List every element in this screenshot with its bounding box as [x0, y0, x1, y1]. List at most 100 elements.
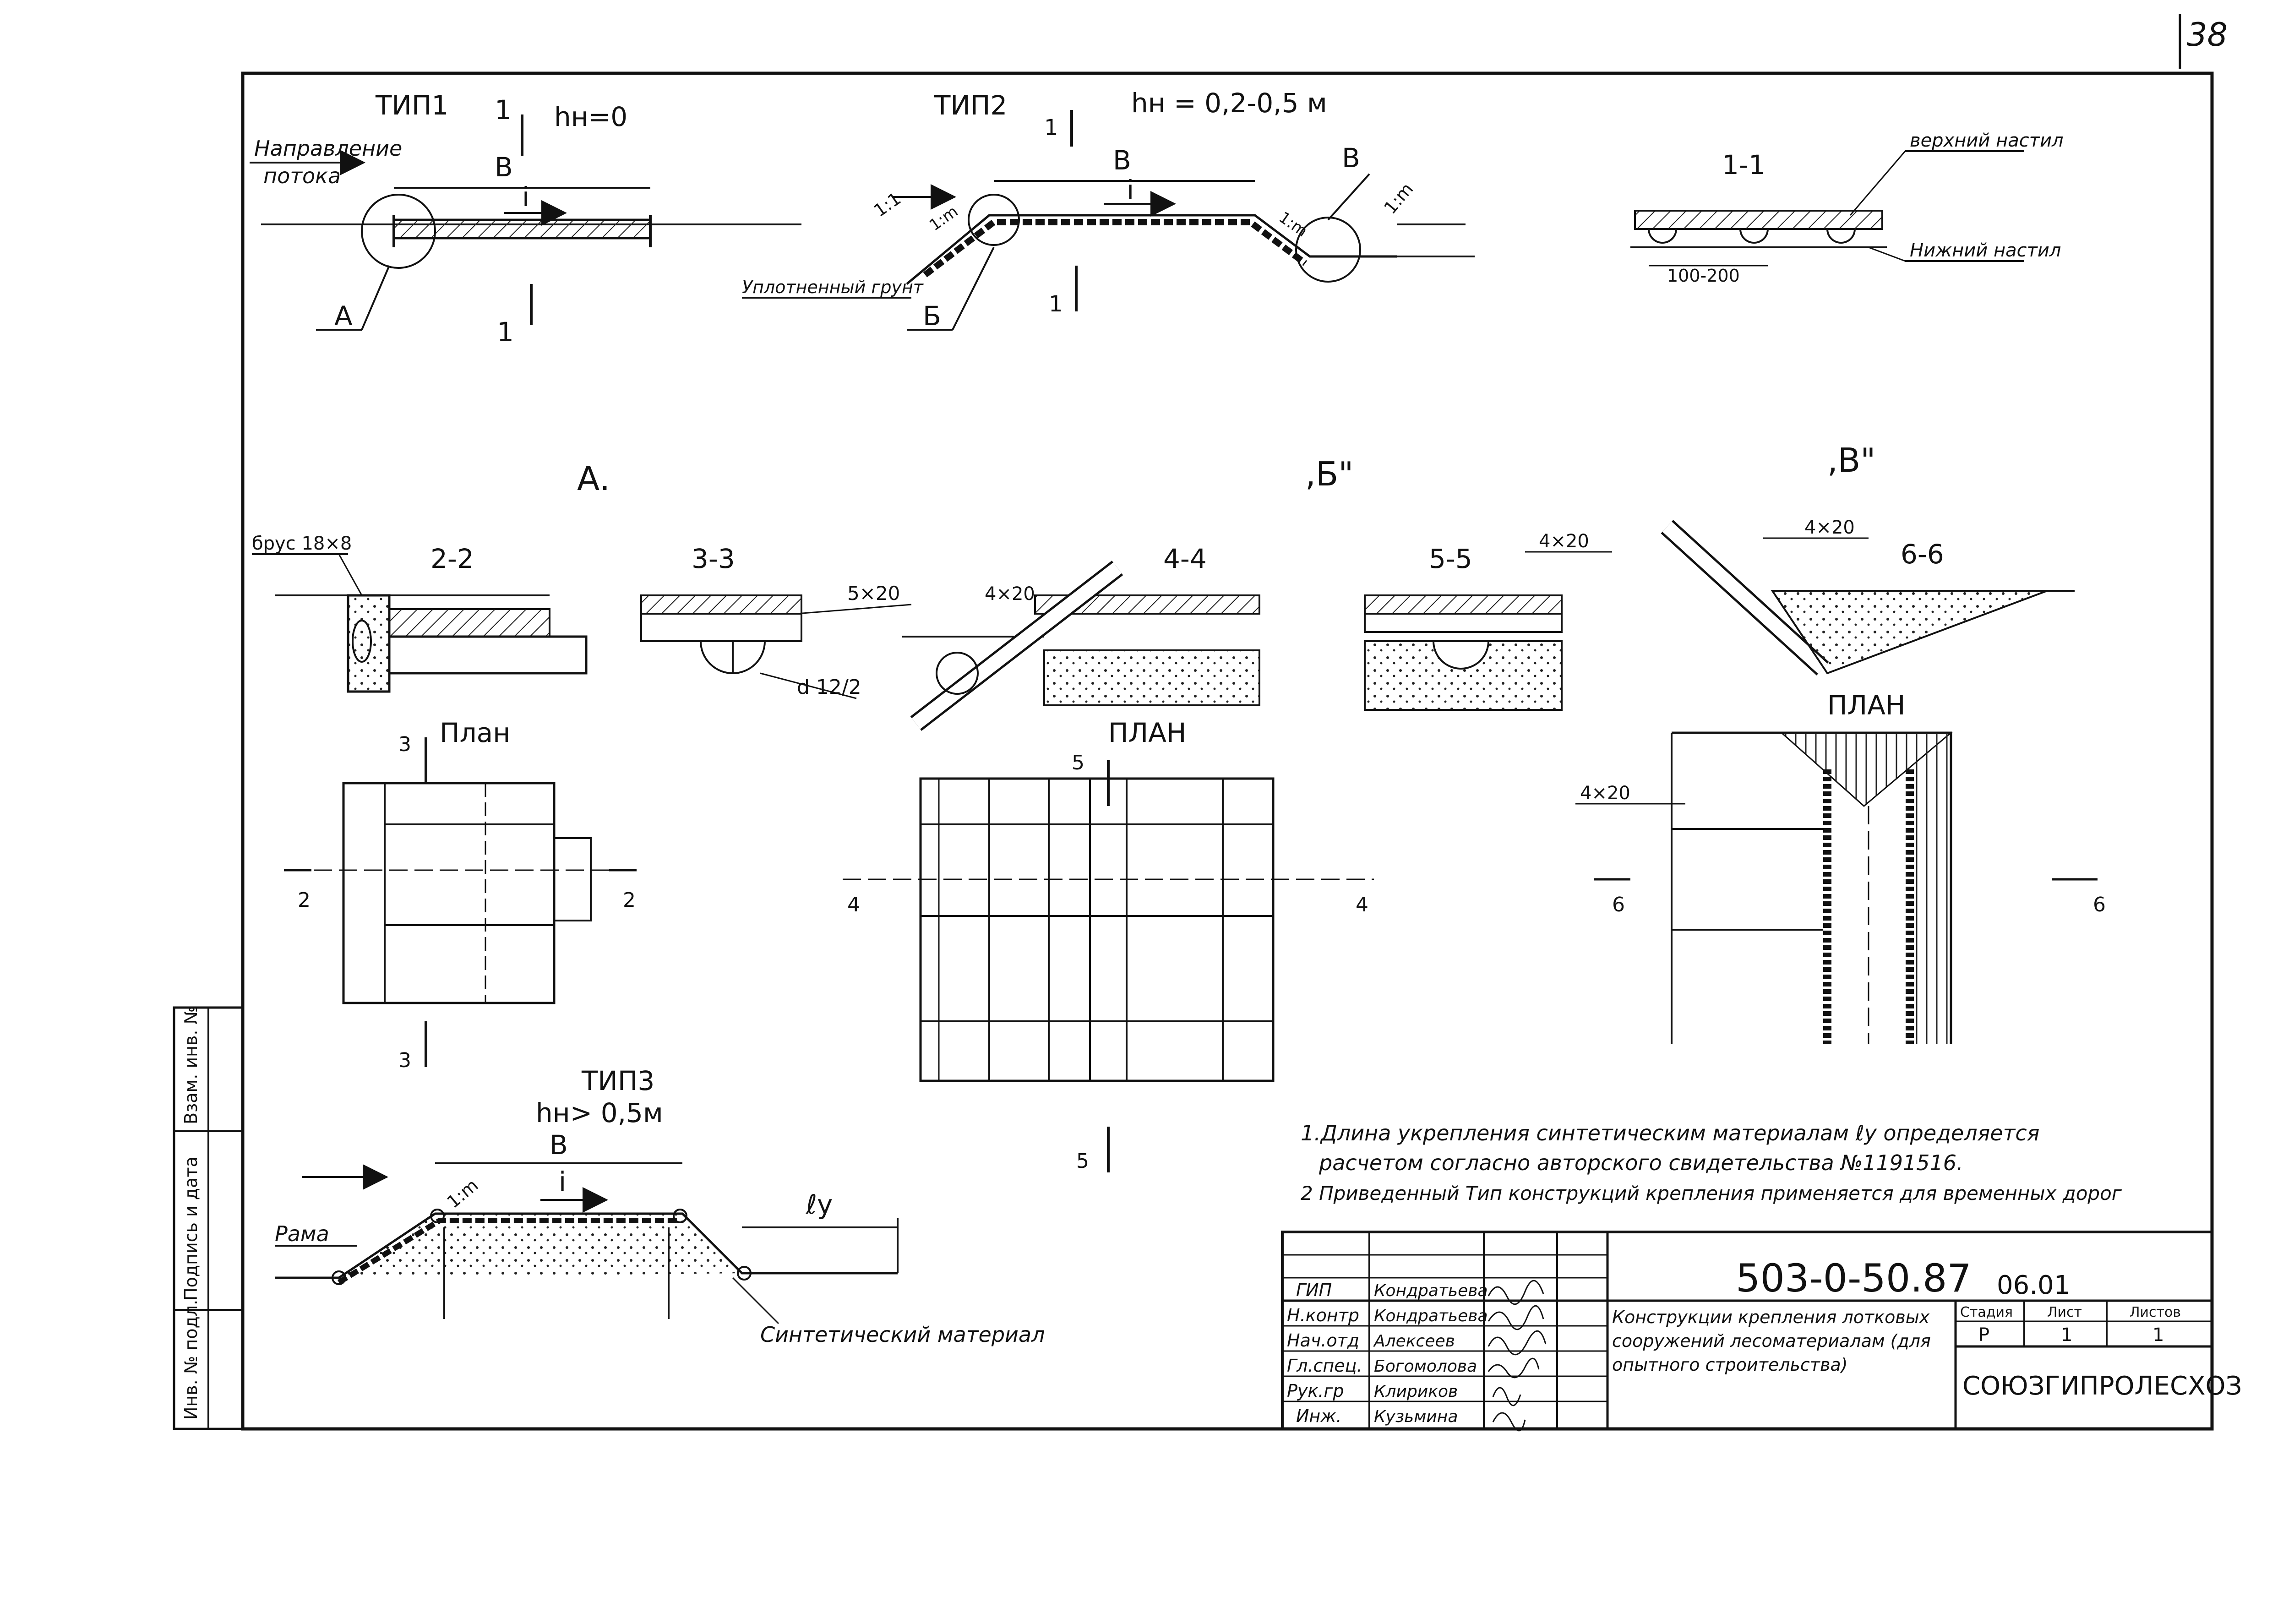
section11-dim: 100-200 — [1667, 266, 1740, 286]
type3-slope: 1:m — [443, 1175, 482, 1212]
type2-b-label: В — [1113, 145, 1131, 176]
detail-b-4x20b: 4×20 — [1539, 531, 1589, 552]
name-2: Алексеев — [1373, 1332, 1455, 1351]
section-1-1: 1-1 верхний настил Нижний настил 100-200 — [1630, 130, 2064, 286]
sheets-header: Листов — [2130, 1304, 2181, 1320]
detail-a-cut2-right: 2 — [623, 888, 636, 912]
role-5: Инж. — [1296, 1406, 1342, 1426]
role-4: Рук.гр — [1287, 1381, 1344, 1401]
stage-header: Стадия — [1960, 1304, 2013, 1320]
detail-a-cut2-left: 2 — [298, 888, 311, 912]
title-block: ГИП Н.контр Нач.отд Гл.спец. Рук.гр Инж.… — [1281, 1231, 2242, 1432]
detail-a-d: d 12/2 — [797, 676, 861, 699]
detail-v-sec66: 6-6 — [1901, 539, 1944, 570]
detail-a-5x20: 5×20 — [847, 582, 900, 605]
section11-top-label: верхний настил — [1910, 130, 2064, 151]
type3-drawing: ТИП3 hн> 0,5м В i 1:m Рама ℓу Синтетичес… — [275, 1065, 1045, 1347]
detail-b-sec55: 5-5 — [1429, 543, 1472, 574]
name-5: Кузьмина — [1374, 1407, 1458, 1426]
signatures — [1487, 1280, 1547, 1432]
type3-title: ТИП3 — [581, 1065, 654, 1096]
sheets-value: 1 — [2152, 1324, 2164, 1346]
type2-detail-b: Б — [923, 300, 941, 332]
detail-a-sec33: 3-3 — [692, 543, 735, 574]
detail-b-title: ,Б" — [1305, 455, 1353, 493]
detail-a: А. 2-2 брус 18×8 3-3 5×20 d 12/2 План 3 … — [252, 459, 912, 1072]
type2-title: ТИП2 — [934, 90, 1007, 121]
type1-detail-label: А — [334, 300, 353, 332]
detail-a-cut3-top: 3 — [398, 733, 411, 756]
detail-b: ,Б" 4-4 4×20 5-5 4×20 ПЛАН 5 4 4 5 — [843, 455, 1612, 1173]
detail-b-sec44: 4-4 — [1163, 543, 1207, 574]
stamp-vzam-label: Взам. инв. № — [181, 1006, 201, 1124]
name-0: Кондратьева — [1374, 1281, 1488, 1300]
detail-a-plan-label: План — [440, 717, 510, 748]
sheet-frame — [241, 71, 2214, 1431]
detail-b-cut5-bottom: 5 — [1076, 1150, 1089, 1173]
stamp-sign-label: Подпись и дата — [181, 1156, 201, 1301]
type3-ly-label: ℓу — [806, 1189, 833, 1220]
role-0: ГИП — [1296, 1280, 1332, 1300]
detail-a-cut3-bottom: 3 — [398, 1049, 411, 1072]
type2-h-label: hн = 0,2-0,5 м — [1131, 87, 1327, 119]
note-line-2: расчетом согласно авторского свидетельст… — [1319, 1150, 1963, 1175]
name-3: Богомолова — [1374, 1357, 1477, 1376]
type3-b-label: В — [550, 1129, 568, 1161]
stamp-inv-label: Инв. № подл. — [181, 1300, 201, 1420]
type3-i-label: i — [559, 1166, 566, 1197]
organization: СОЮЗГИПРОЛЕСХОЗ — [1962, 1371, 2242, 1401]
type2-section-top: 1 — [1044, 115, 1058, 141]
type1-title: ТИП1 — [375, 90, 448, 121]
detail-b-4x20: 4×20 — [985, 583, 1035, 605]
doc-suffix: 06.01 — [1997, 1270, 2070, 1300]
type2-slope-4: 1:m — [1380, 179, 1417, 218]
detail-v-4x20: 4×20 — [1804, 517, 1855, 538]
type1-h-label: hн=0 — [554, 101, 627, 132]
doc-number: 503-0-50.87 — [1736, 1256, 1972, 1301]
name-4: Клириков — [1374, 1382, 1458, 1401]
detail-a-title: А. — [577, 459, 610, 498]
section11-bottom-label: Нижний настил — [1910, 240, 2061, 261]
description-box: Конструкции крепления лотковых сооружени… — [1612, 1307, 1931, 1375]
detail-a-brus: брус 18×8 — [252, 533, 352, 554]
type3-frame-label: Рама — [275, 1221, 329, 1246]
type1-section-bottom: 1 — [497, 316, 514, 348]
detail-v-plan-dim: 4×20 — [1580, 783, 1630, 804]
detail-b-cut4-right: 4 — [1356, 893, 1368, 916]
type3-material-label: Синтетический материал — [760, 1322, 1045, 1347]
type2-detail-v: В — [1342, 142, 1360, 174]
type3-h-label: hн> 0,5м — [536, 1097, 663, 1128]
detail-a-sec22: 2-2 — [430, 543, 474, 574]
sheet-value: 1 — [2061, 1324, 2072, 1346]
name-1: Кондратьева — [1374, 1307, 1488, 1325]
detail-v: ,В" 6-6 4×20 ПЛАН 4×20 6 6 — [1575, 441, 2106, 1044]
type2-slope-1: 1:1 — [870, 188, 904, 221]
role-2: Нач.отд — [1287, 1330, 1359, 1351]
detail-b-cut4-left: 4 — [847, 893, 860, 916]
note-line-3: 2 Приведенный Тип конструкций крепления … — [1301, 1182, 2122, 1204]
notes: 1.Длина укрепления синтетическим материа… — [1301, 1121, 2122, 1204]
detail-v-plan-label: ПЛАН — [1827, 690, 1906, 721]
page-number: 38 — [2187, 16, 2228, 54]
type1-b-label: В — [495, 152, 513, 183]
stage-value: Р — [1978, 1324, 1989, 1346]
type2-soil-label: Уплотненный грунт — [742, 277, 924, 297]
role-3: Гл.спец. — [1287, 1356, 1362, 1376]
type1-section-top: 1 — [495, 94, 512, 125]
detail-v-cut6-right: 6 — [2093, 893, 2106, 916]
type2-i-label: i — [1127, 174, 1134, 206]
detail-b-cut5-top: 5 — [1072, 751, 1084, 774]
type2-section-bottom: 1 — [1049, 291, 1063, 317]
role-1: Н.контр — [1287, 1305, 1359, 1325]
detail-b-plan-label: ПЛАН — [1108, 717, 1187, 748]
type2-slope-2: 1:m — [926, 202, 961, 235]
type1-flow-label-2: потока — [263, 163, 341, 188]
type2-drawing: ТИП2 hн = 0,2-0,5 м 1 В i 1:1 1:m 1:m 1:… — [742, 87, 1475, 332]
section11-title: 1-1 — [1722, 149, 1765, 180]
sheet-header: Лист — [2047, 1304, 2082, 1320]
note-line-1: 1.Длина укрепления синтетическим материа… — [1301, 1121, 2039, 1145]
type1-flow-label-1: Направление — [254, 136, 402, 161]
doc-description: Конструкции крепления лотковых сооружени… — [1612, 1307, 1931, 1375]
